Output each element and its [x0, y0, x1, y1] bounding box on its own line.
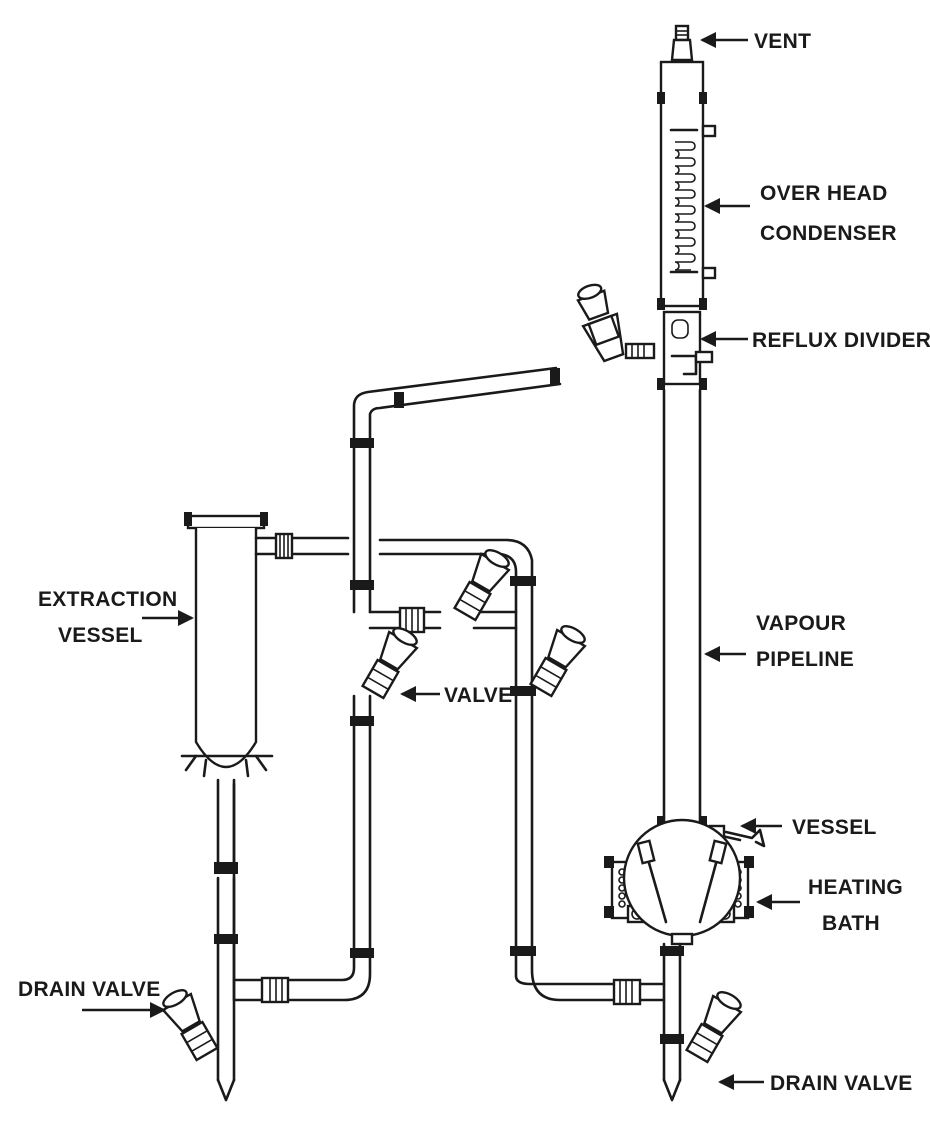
arrow-vent: [700, 32, 748, 48]
overhead-condenser: [657, 60, 717, 310]
pipe-network: [214, 366, 684, 1102]
reflux-divider: [657, 310, 714, 390]
label-vapour-line1: VAPOUR: [756, 612, 846, 635]
valve-center-upper: [452, 549, 511, 622]
label-drain-valve-left: DRAIN VALVE: [18, 978, 161, 1001]
valve-left-mid: [360, 627, 419, 700]
valve-right-mid: [528, 625, 587, 698]
condenser-coil: [674, 141, 696, 271]
vent: [670, 24, 694, 62]
arrow-extraction-vessel: [142, 610, 194, 626]
label-heating-line2: BATH: [822, 912, 880, 935]
extraction-vessel: [180, 512, 350, 778]
valve-reflux-takeoff: [576, 283, 625, 363]
drain-valve-left-symbol: [161, 989, 220, 1062]
arrow-heating-bath: [756, 894, 800, 910]
arrow-reflux-divider: [700, 331, 748, 347]
label-drain-valve-right: DRAIN VALVE: [770, 1072, 913, 1095]
label-vapour-line2: PIPELINE: [756, 648, 854, 671]
label-vessel: VESSEL: [792, 816, 877, 839]
label-condenser-line2: CONDENSER: [760, 222, 897, 245]
arrow-vapour-pipeline: [704, 646, 746, 662]
drain-valve-right-symbol: [684, 991, 743, 1064]
label-extraction-line1: EXTRACTION: [38, 588, 178, 611]
arrow-drain-valve-right: [718, 1074, 764, 1090]
label-vent: VENT: [754, 30, 811, 53]
label-heating-line1: HEATING: [808, 876, 903, 899]
label-reflux-divider: REFLUX DIVIDER: [752, 329, 930, 352]
arrow-condenser: [704, 198, 750, 214]
label-condenser-line1: OVER HEAD: [760, 182, 888, 205]
vapour-pipeline: [657, 388, 766, 848]
valve-reflux-connector: [624, 342, 656, 360]
vessel: [622, 818, 742, 946]
arrow-valve: [400, 686, 440, 702]
arrow-vessel: [740, 818, 782, 834]
label-extraction-line2: VESSEL: [58, 624, 143, 647]
arrow-drain-valve-left: [82, 1002, 166, 1018]
label-valve: VALVE: [444, 684, 512, 707]
